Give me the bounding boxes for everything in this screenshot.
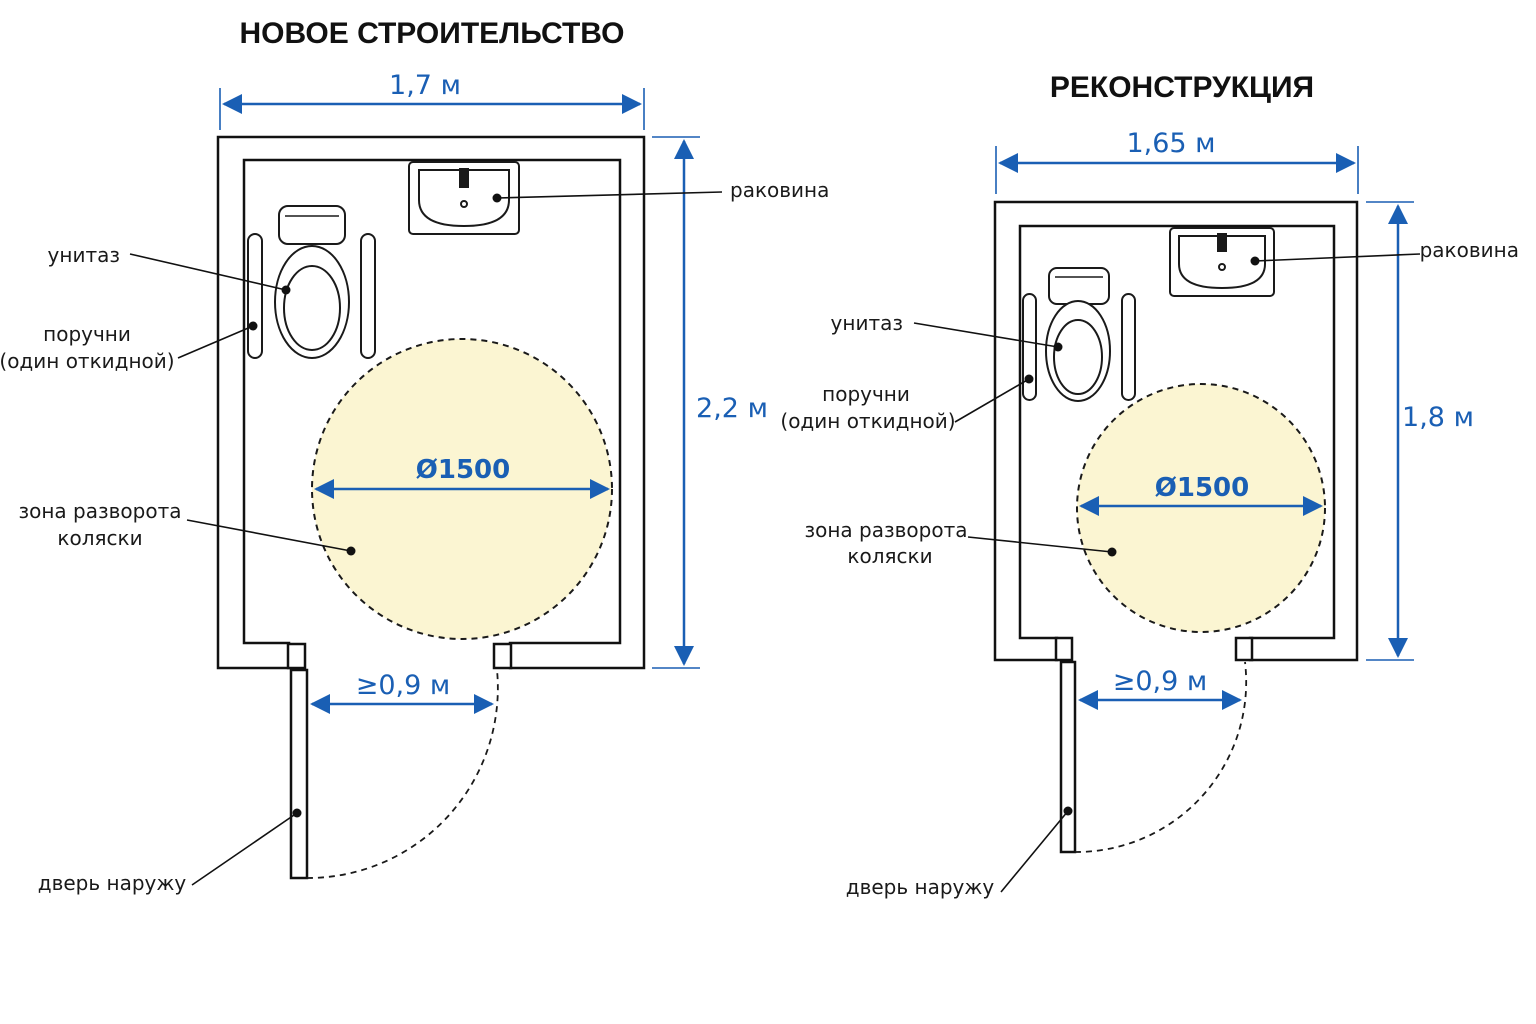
height-dimension: 2,2 м — [652, 136, 768, 669]
door-width-label: ≥0,9 м — [1113, 666, 1208, 697]
label-door: дверь наружу — [38, 871, 187, 895]
label-turning-zone: зона разворота — [804, 518, 967, 542]
plan-title: РЕКОНСТРУКЦИЯ — [1050, 71, 1314, 104]
label-rails-note: (один откидной) — [0, 349, 175, 373]
width-dimension: 1,65 м — [995, 128, 1359, 194]
plan-new-construction: НОВОЕ СТРОИТЕЛЬСТВО 1,7 м 2,2 м — [0, 17, 829, 895]
diameter-label: Ø1500 — [1155, 473, 1249, 503]
toilet — [1045, 267, 1111, 402]
label-toilet: унитаз — [831, 311, 903, 335]
grab-rail-right — [1121, 293, 1136, 401]
diameter-label: Ø1500 — [416, 455, 510, 485]
door-swing — [306, 669, 499, 879]
label-rails-note: (один откидной) — [780, 409, 955, 433]
door-swing — [1074, 661, 1248, 853]
label-rails: поручни — [43, 322, 131, 346]
width-dimension: 1,7 м — [219, 70, 645, 130]
door-leaf — [289, 668, 309, 880]
toilet — [274, 205, 350, 359]
label-turning-zone-2: коляски — [847, 544, 932, 568]
grab-rail-right — [360, 233, 376, 359]
width-label: 1,65 м — [1126, 128, 1215, 159]
label-sink: раковина — [1420, 238, 1519, 262]
plan-reconstruction: РЕКОНСТРУКЦИЯ 1,65 м 1,8 м — [780, 71, 1519, 899]
door-jamb-right — [492, 642, 513, 670]
label-sink: раковина — [730, 178, 829, 202]
height-label: 2,2 м — [696, 393, 768, 424]
sink — [1169, 227, 1275, 297]
label-turning-zone: зона разворота — [18, 499, 181, 523]
label-toilet: унитаз — [48, 243, 120, 267]
door-jamb-right — [1234, 636, 1254, 662]
door-jamb-left — [1054, 636, 1074, 662]
width-label: 1,7 м — [389, 70, 461, 101]
height-dimension: 1,8 м — [1366, 201, 1474, 661]
label-rails: поручни — [822, 382, 910, 406]
door-jamb-left — [286, 642, 307, 670]
label-door: дверь наружу — [846, 875, 995, 899]
grab-rail-left — [1022, 293, 1037, 401]
door-leaf — [1059, 660, 1077, 854]
sink — [408, 161, 520, 235]
grab-rail-left — [247, 233, 263, 359]
height-label: 1,8 м — [1402, 402, 1474, 433]
door-width-label: ≥0,9 м — [356, 670, 451, 701]
turning-zone — [1076, 383, 1326, 633]
label-turning-zone-2: коляски — [57, 526, 142, 550]
plan-title: НОВОЕ СТРОИТЕЛЬСТВО — [239, 17, 624, 50]
